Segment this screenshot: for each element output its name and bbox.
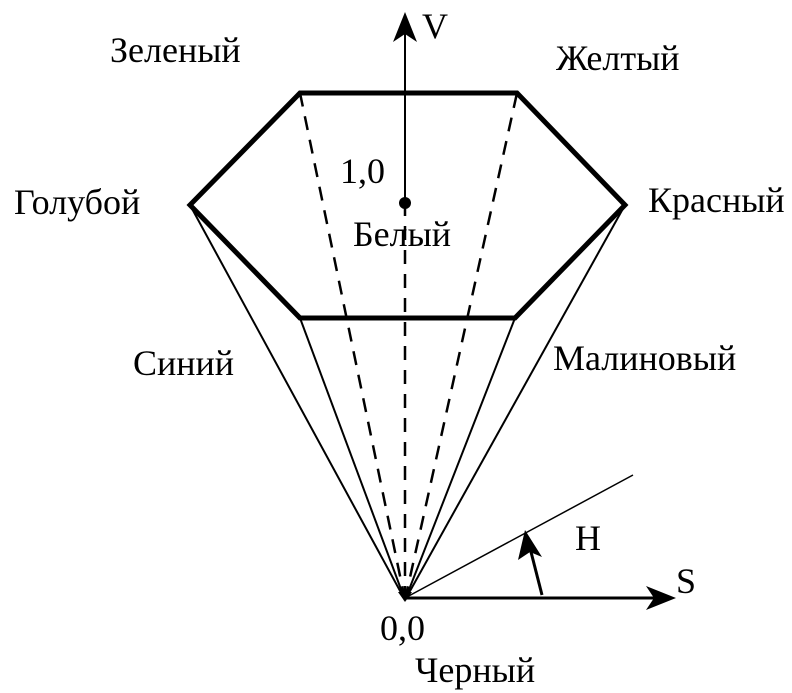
white-value-label: 1,0: [340, 151, 385, 191]
white-point: [399, 197, 411, 209]
cone-solid-edges: [189, 204, 626, 601]
h-angle-arrowhead: [518, 530, 542, 560]
hidden-edge-to-yellow: [403, 92, 519, 601]
edge-to-magenta-vertex: [404, 317, 516, 601]
black-label: Черный: [415, 650, 535, 690]
green-label: Зеленый: [110, 30, 241, 70]
yellow-label: Желтый: [556, 38, 680, 78]
v-axis-label: V: [422, 6, 448, 46]
cyan-label: Голубой: [14, 182, 140, 222]
hexagon-top-face: [186, 90, 629, 321]
h-reference-line: [404, 474, 634, 599]
blue-label: Синий: [133, 343, 234, 383]
magenta-label: Малиновый: [553, 338, 736, 378]
h-angle-arrow-shaft: [528, 547, 544, 596]
white-label: Белый: [353, 214, 451, 254]
s-axis-label: S: [676, 561, 696, 601]
h-angle-label: H: [575, 518, 601, 558]
edge-to-red: [404, 204, 626, 601]
edge-to-cyan: [189, 204, 406, 601]
v-axis-arrowhead: [393, 12, 417, 42]
s-axis-arrowhead: [646, 586, 676, 610]
cone-hidden-edges: [298, 92, 519, 601]
edge-to-blue-vertex: [299, 317, 406, 601]
black-value-label: 0,0: [380, 608, 425, 648]
red-label: Красный: [648, 180, 785, 220]
